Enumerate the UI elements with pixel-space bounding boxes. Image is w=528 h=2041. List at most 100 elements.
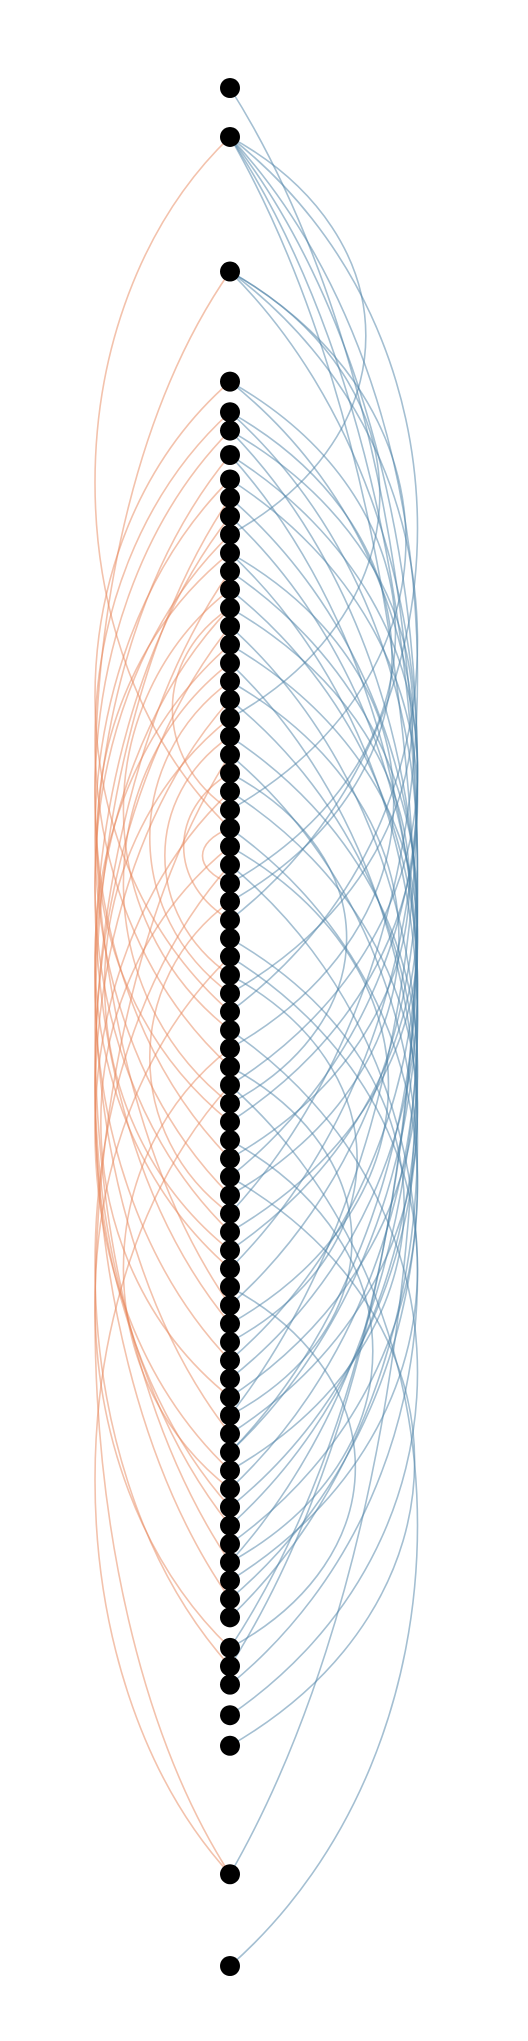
edge-arc-upward	[94, 430, 231, 1160]
edge-arc-upward	[149, 900, 231, 1215]
edge-arc-upward	[100, 845, 231, 1398]
node	[220, 126, 240, 147]
node	[220, 1864, 240, 1885]
node	[220, 1056, 240, 1077]
edge-arc-downward	[229, 1286, 357, 1649]
node	[220, 1515, 240, 1536]
edge-arc-upward	[122, 1047, 231, 1490]
node	[220, 909, 240, 930]
node	[220, 1185, 240, 1206]
node	[220, 763, 240, 784]
node	[220, 1203, 240, 1224]
edge-arc-upward	[122, 588, 231, 1031]
node	[220, 1332, 240, 1353]
edge-arc-downward	[229, 1139, 374, 1563]
edge-arc-downward	[229, 790, 419, 1435]
node	[220, 1240, 240, 1261]
node	[220, 1295, 240, 1316]
node	[220, 1735, 240, 1756]
edge-arc-downward	[229, 478, 419, 1123]
edge-arc-downward	[229, 827, 419, 1545]
edge-arc-downward	[229, 1084, 419, 1967]
edge-arc-upward	[94, 956, 231, 1649]
node	[220, 983, 240, 1004]
node	[220, 1460, 240, 1481]
node	[220, 1705, 240, 1726]
node	[220, 634, 240, 655]
node	[220, 1093, 240, 1114]
node	[220, 487, 240, 508]
node	[220, 708, 240, 729]
node	[220, 1405, 240, 1426]
edge-arc-downward	[229, 270, 381, 719]
edge-arc-upward	[96, 552, 231, 1123]
edge-arc-upward	[201, 827, 231, 884]
edge-arc-upward	[94, 381, 231, 1013]
edge-arc-upward	[94, 136, 231, 829]
edge-arc-downward	[229, 552, 395, 1050]
edge-arc-upward	[94, 864, 231, 1667]
node	[220, 506, 240, 527]
node	[220, 1148, 240, 1169]
node	[220, 1020, 240, 1041]
edge-arc-downward	[229, 136, 419, 921]
node	[220, 836, 240, 857]
node	[220, 261, 240, 282]
node	[220, 402, 240, 423]
edge-arc-downward	[229, 454, 419, 1086]
node	[220, 1111, 240, 1132]
node	[220, 616, 240, 637]
node	[220, 1258, 240, 1279]
edge-arc-downward	[229, 955, 419, 1582]
node	[220, 1607, 240, 1628]
edge-arc-upward	[94, 533, 231, 1233]
edge-arc-downward	[229, 937, 405, 1472]
node	[220, 781, 240, 802]
node	[220, 799, 240, 820]
node	[220, 1075, 240, 1096]
node	[220, 371, 240, 392]
node	[220, 726, 240, 747]
node	[220, 1570, 240, 1591]
edge-arc-upward	[164, 735, 231, 976]
edge-arc-upward	[171, 607, 231, 811]
node	[220, 891, 240, 912]
node	[220, 689, 240, 710]
node	[220, 1166, 240, 1187]
edge-arc-downward	[229, 643, 419, 1233]
edge-arc-downward	[229, 1029, 419, 1716]
edge-arc-upward	[94, 1084, 231, 1875]
edge-arc-downward	[229, 974, 358, 1343]
edge-arc-upward	[94, 644, 231, 1270]
node	[220, 1656, 240, 1677]
node	[220, 469, 240, 490]
edge-arc-upward	[122, 662, 231, 1105]
node	[220, 597, 240, 618]
node	[220, 78, 240, 98]
edge-arc-downward	[229, 380, 397, 884]
node-layer	[220, 78, 240, 1976]
edge-arc-upward	[94, 478, 231, 1196]
node	[220, 1497, 240, 1518]
edge-arc-downward	[229, 735, 419, 1398]
edge-arc-upward	[94, 790, 231, 1472]
edge-arc-downward	[229, 588, 419, 1380]
node	[220, 1130, 240, 1151]
node	[220, 1313, 240, 1334]
node	[220, 854, 240, 875]
node	[220, 1038, 240, 1059]
edge-arc-downward	[229, 570, 419, 1251]
node	[220, 1276, 240, 1297]
node	[220, 946, 240, 967]
node	[220, 671, 240, 692]
node	[220, 928, 240, 949]
edge-arc-upward	[183, 772, 231, 921]
node	[220, 1956, 240, 1976]
node	[220, 1221, 240, 1242]
node	[220, 1478, 240, 1499]
edge-layer	[94, 87, 419, 1967]
edge-arc-downward	[229, 772, 348, 1105]
node	[220, 1442, 240, 1463]
edge-arc-downward	[229, 625, 419, 1527]
